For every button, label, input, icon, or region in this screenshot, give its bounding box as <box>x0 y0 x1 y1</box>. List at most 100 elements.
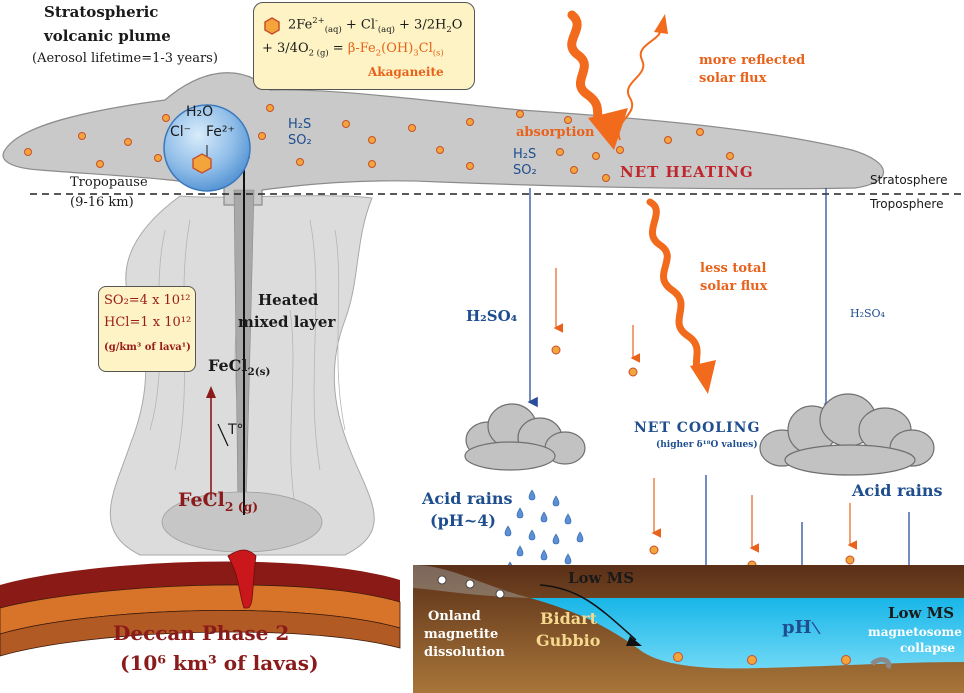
ph-label: pH <box>782 617 812 638</box>
low-ms-right-label: Low MS <box>888 604 955 622</box>
reflected-flux-arrowhead <box>654 14 668 34</box>
h2so4-right-label: H₂SO₄ <box>850 307 885 320</box>
raindrop <box>516 545 524 557</box>
incoming-solar-flux-arrow <box>567 10 610 130</box>
plume-title-line1: Stratospheric <box>44 3 159 21</box>
troposphere-label: Troposphere <box>870 197 944 211</box>
emission-unit: (g/km³ of lava¹) <box>104 342 191 353</box>
raindrop <box>528 489 536 501</box>
raindrops <box>504 489 584 579</box>
aerosol-particle <box>436 146 444 154</box>
aerosol-particle <box>368 160 376 168</box>
aerosol-fallout-arrows <box>553 268 858 553</box>
raindrop <box>564 513 572 525</box>
acid-rains-left-1: Acid rains <box>422 489 513 508</box>
less-flux-label-1: less total <box>700 261 767 276</box>
aerosol-particle <box>570 166 578 174</box>
net-cooling-label: NET COOLING <box>634 420 761 436</box>
aerosol-particle <box>296 158 304 166</box>
aerosol-particle <box>124 138 132 146</box>
aerosol-particle <box>24 148 32 156</box>
aerosol-particle <box>162 114 170 122</box>
aerosol-particles <box>24 104 734 182</box>
aerosol-particle <box>78 132 86 140</box>
rain-cloud-right <box>759 393 935 476</box>
transmitted-solar-flux-arrow <box>646 198 704 376</box>
heated-layer-label-2: mixed layer <box>238 313 336 331</box>
stratosphere-label: Stratosphere <box>870 173 948 187</box>
less-flux-label-2: solar flux <box>700 279 768 294</box>
raindrop <box>564 553 572 565</box>
raindrop <box>528 529 536 541</box>
magnetosome-label-1: magnetosome <box>868 625 962 639</box>
aerosol-particle <box>592 152 600 160</box>
aerosol-particle <box>516 110 524 118</box>
heated-layer-label-1: Heated <box>258 291 319 309</box>
onland-label-3: dissolution <box>424 645 505 660</box>
reaction-line-2: + 3/4O2 (g) = β-Fe2(OH)3Cl(s) <box>262 41 444 58</box>
raindrop <box>552 495 560 507</box>
deccan-title: Deccan Phase 2 <box>113 621 290 645</box>
white-pebbles <box>437 575 505 599</box>
aerosol-particle <box>556 148 564 156</box>
deccan-volume: (10⁶ km³ of lavas) <box>120 651 319 675</box>
rain-cloud-left <box>464 403 586 471</box>
aerosol-particle <box>266 104 274 112</box>
reflected-flux-label-2: solar flux <box>699 71 767 86</box>
magnetosome-label-2: collapse <box>900 641 955 655</box>
h2so4-left-label: H₂SO₄ <box>466 307 518 325</box>
hcl-emission: HCl=1 x 10¹² <box>104 315 192 330</box>
gas-so2-right: SO₂ <box>513 163 537 178</box>
raindrop <box>504 525 512 537</box>
emissions-box <box>98 286 196 372</box>
akaganeite-label: Akaganeite <box>368 65 444 79</box>
sea-water <box>530 598 964 669</box>
raindrop <box>552 533 560 545</box>
reaction-box <box>253 2 475 90</box>
transmitted-solar-flux-arrowhead <box>690 360 716 394</box>
aerosol-particle <box>96 160 104 168</box>
higher-d18o-label: (higher δ¹⁸O values) <box>656 440 758 450</box>
magma-intrusion <box>227 549 257 609</box>
gas-so2-left: SO₂ <box>288 133 312 148</box>
raindrop <box>540 511 548 523</box>
acid-rains-right: Acid rains <box>852 481 943 500</box>
onland-label-2: magnetite <box>424 627 499 642</box>
so2-emission: SO₂=4 x 10¹² <box>104 293 191 308</box>
raindrop <box>516 507 524 519</box>
crust-upper <box>0 561 400 608</box>
ph-decrease-icon <box>811 621 821 635</box>
aerosol-particle <box>342 120 350 128</box>
temperature-label: T° <box>228 422 244 438</box>
temperature-decrease-icon <box>217 423 229 447</box>
gubbio-label: Gubbio <box>536 631 601 650</box>
akaganeite-hexagon-icon <box>264 17 280 35</box>
low-ms-transport-arrow <box>539 584 637 641</box>
onland-label-1: Onland <box>428 609 481 624</box>
bubble-fe: Fe²⁺ <box>206 124 235 140</box>
net-heating-label: NET HEATING <box>620 163 754 181</box>
fecl2-gas-label: FeCl2 (g) <box>178 489 259 514</box>
raindrop <box>540 549 548 561</box>
aerosol-particle <box>466 118 474 126</box>
fecl2-rise-arrowhead <box>206 386 216 398</box>
aerosol-lifetime: (Aerosol lifetime=1-3 years) <box>32 51 218 66</box>
aerosol-particle <box>368 136 376 144</box>
akaganeite-crystal-icon <box>192 153 212 174</box>
sea-floor-particles <box>673 652 851 665</box>
aerosol-particle <box>564 116 572 124</box>
tropopause-height: (9-16 km) <box>70 195 134 210</box>
aerosol-particle <box>602 174 610 182</box>
aerosol-particle <box>154 154 162 162</box>
bubble-h2o: H₂O <box>186 104 214 120</box>
aerosol-particle <box>696 128 704 136</box>
aerosol-particle <box>466 162 474 170</box>
fecl2-solid-label: FeCl2(s) <box>208 356 271 379</box>
reaction-line-1: 2Fe2+(aq) + Cl-(aq) + 3/2H2O <box>288 15 463 34</box>
incoming-solar-flux-arrowhead <box>588 108 628 150</box>
plume-title-line2: volcanic plume <box>44 27 171 45</box>
aerosol-particle <box>616 146 624 154</box>
aerosol-particle <box>664 136 672 144</box>
acid-rains-left-2: (pH~4) <box>430 511 496 530</box>
